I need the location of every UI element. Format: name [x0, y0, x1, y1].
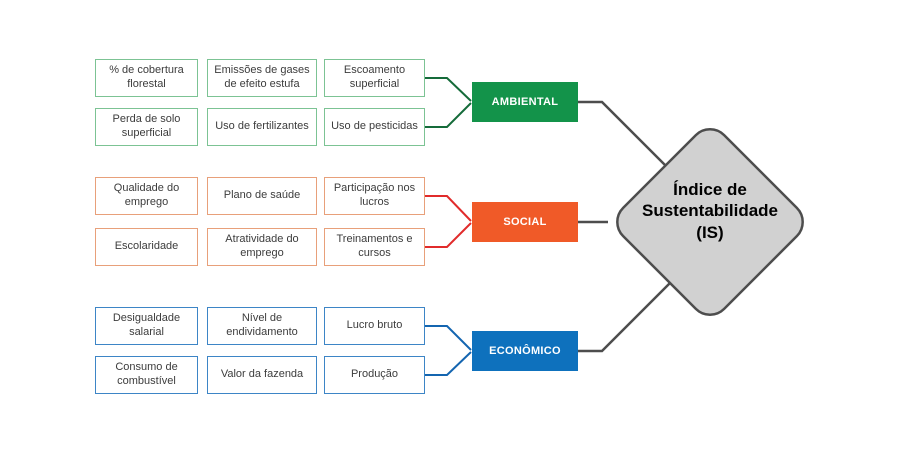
social-bracket-bottom — [425, 222, 472, 248]
economico-indicator-6: Produção — [324, 356, 425, 394]
social-indicator-4: Escolaridade — [95, 228, 198, 266]
ambiental-indicator-1: % de cobertura florestal — [95, 59, 198, 97]
ambiental-indicator-6: Uso de pesticidas — [324, 108, 425, 146]
ambiental-bracket-top — [425, 77, 472, 102]
ambiental-indicator-4: Perda de solo superficial — [95, 108, 198, 146]
social-bracket-top — [425, 195, 472, 222]
social-indicator-5: Atratividade do emprego — [207, 228, 317, 266]
sustainability-index-label: Índice de Sustentabilidade (IS) — [618, 179, 802, 243]
ambiental-link-line — [578, 100, 667, 167]
social-indicator-6: Treinamentos e cursos — [324, 228, 425, 266]
category-economico: ECONÔMICO — [472, 331, 578, 371]
economico-indicator-3: Lucro bruto — [324, 307, 425, 345]
category-social: SOCIAL — [472, 202, 578, 242]
index-label-line2: Sustentabilidade — [641, 201, 779, 221]
economico-bracket-bottom — [425, 351, 472, 376]
ambiental-indicator-5: Uso de fertilizantes — [207, 108, 317, 146]
ambiental-indicator-3: Escoamento superficial — [324, 59, 425, 97]
social-indicator-2: Plano de saúde — [207, 177, 317, 215]
ambiental-bracket-bottom — [425, 102, 472, 128]
economico-link-line — [578, 282, 671, 353]
category-ambiental: AMBIENTAL — [472, 82, 578, 122]
social-indicator-3: Participação nos lucros — [324, 177, 425, 215]
diamond-shape — [616, 128, 804, 316]
index-label-line3: (IS) — [696, 222, 724, 242]
index-label-line1: Índice de — [673, 180, 747, 199]
economico-indicator-1: Desigualdade salarial — [95, 307, 198, 345]
social-indicator-1: Qualidade do emprego — [95, 177, 198, 215]
ambiental-indicator-2: Emissões de gases de efeito estufa — [207, 59, 317, 97]
economico-indicator-2: Nível de endividamento — [207, 307, 317, 345]
economico-indicator-4: Consumo de combustível — [95, 356, 198, 394]
economico-bracket-top — [425, 325, 472, 351]
economico-indicator-5: Valor da fazenda — [207, 356, 317, 394]
